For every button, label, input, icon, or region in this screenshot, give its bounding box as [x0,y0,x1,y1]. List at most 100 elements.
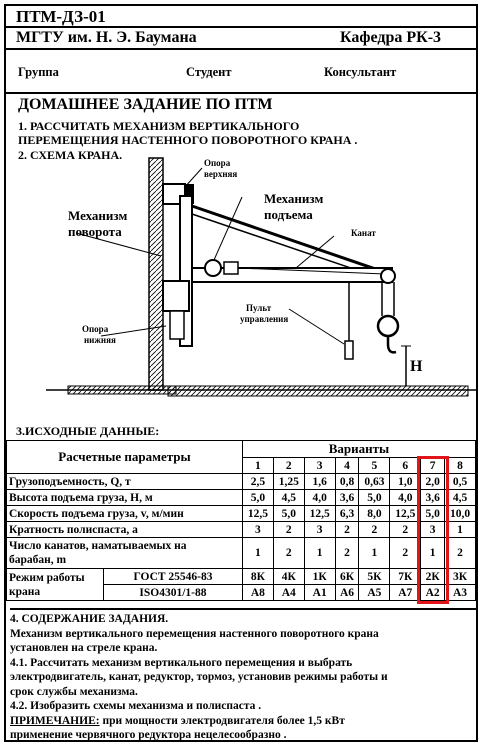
header-names-row: Группа Студент Консультант [6,50,476,94]
cell-value: 1 [444,521,476,538]
department-name: Кафедра РК-3 [340,29,442,46]
task-content: 4. СОДЕРЖАНИЕ ЗАДАНИЯ. Механизм вертикал… [10,608,476,743]
row-label: Грузоподъемность, Q, т [6,473,243,490]
floor [167,385,469,397]
cell-value: 1,6 [303,473,336,490]
section-3-title: 3.ИСХОДНЫЕ ДАННЫЕ: [16,424,160,438]
task-2: 2. СХЕМА КРАНА. [18,148,123,162]
control-pendant-label-2: управления [240,314,288,324]
cell-value: 4,0 [389,489,422,506]
bottom-support-label: Опора [82,324,109,334]
mode-label-1: Режим работы [9,571,85,584]
iso-label: ISO4301/1-88 [103,584,243,601]
lift-winch [204,259,222,277]
cell-value: 3К [444,568,476,585]
param-header: Расчетные параметры [6,440,243,474]
cell-value: А6 [334,584,360,601]
cell-value: 1 [303,537,336,569]
cell-value: 2,5 [241,473,274,490]
cell-value: 3,6 [334,489,360,506]
wall [148,157,164,391]
content-p2c: срок службы механизма. [10,685,138,698]
header-code-row: ПТМ-ДЗ-01 [6,6,476,28]
cell-value: 6К [334,568,360,585]
gost-label: ГОСТ 25546-83 [103,568,243,585]
top-support-label: Опора [204,158,231,168]
content-note-b: применение червячного редуктора нецелесо… [10,729,287,741]
content-p1a: Механизм вертикального перемещения насте… [10,627,379,640]
cell-value: 2 [358,521,391,538]
rope-line [237,267,387,275]
note-text-a: при мощности электродвигателя более 1,5 … [99,714,345,727]
rope-label: Канат [351,228,376,238]
cell-value: 0,63 [358,473,391,490]
rotation-mechanism-label-2: поворота [68,224,122,239]
cell-value: 1 [358,537,391,569]
cell-value: 0,5 [444,473,476,490]
rotation-mechanism-label: Механизм [68,208,127,223]
variant-number: 2 [272,457,305,474]
header-university-row: МГТУ им. Н. Э. Баумана Кафедра РК-3 [6,28,476,50]
hook-block [376,314,400,338]
cell-value: 4К [272,568,305,585]
crane-hook [386,336,397,354]
cell-value: 1 [241,537,274,569]
cell-value: 0,8 [334,473,360,490]
consultant-label: Консультант [324,65,397,79]
cell-value: 2 [334,521,360,538]
variant-number: 4 [334,457,360,474]
crane-diagram: Опора верхняя Механизм подъема Механизм … [46,157,476,397]
variant-number: 6 [389,457,422,474]
tie-rod [191,204,391,276]
top-support-label-2: верхняя [204,169,237,179]
cell-value: 2 [444,537,476,569]
variant-number: 8 [444,457,476,474]
cell-value: А4 [272,584,305,601]
control-pendant-label: Пульт [246,303,272,313]
cell-value: А2 [420,584,446,601]
row-label: Кратность полиспаста, a [6,521,243,538]
content-heading: 4. СОДЕРЖАНИЕ ЗАДАНИЯ. [10,613,169,625]
cell-value: 1К [303,568,336,585]
cell-value: 3 [241,521,274,538]
page-title: ДОМАШНЕЕ ЗАДАНИЕ ПО ПТМ [18,96,273,113]
selected-variant-highlight [417,456,449,604]
cell-value: 8К [241,568,274,585]
ropes-label-1: Число канатов, наматываемых на [9,540,187,552]
content-p1b: установлен на стреле крана. [10,642,158,654]
cell-value: 5,0 [241,489,274,506]
task-1-line-1: 1. РАССЧИТАТЬ МЕХАНИЗМ ВЕРТИКАЛЬНОГО [18,119,300,133]
cell-value: 4,0 [303,489,336,506]
cell-value: 12,5 [303,505,336,522]
content-p2a: 4.1. Рассчитать механизм вертикального п… [10,656,353,669]
cell-value: 4,5 [272,489,305,506]
cell-value: А8 [241,584,274,601]
cell-value: 12,5 [389,505,422,522]
document-code: ПТМ-ДЗ-01 [16,7,106,26]
task-1-line-2: ПЕРЕМЕЩЕНИЯ НАСТЕННОГО ПОВОРОТНОГО КРАНА… [18,133,358,147]
row-label: Скорость подъема груза, v, м/мин [6,505,243,522]
bottom-bracket [162,280,190,312]
cell-value: 2 [334,537,360,569]
variants-header: Варианты [241,440,477,458]
cell-value: 5,0 [272,505,305,522]
cell-value: 12,5 [241,505,274,522]
cell-value: А7 [389,584,422,601]
row-label: Высота подъема груза, H, м [6,489,243,506]
variant-number: 3 [303,457,336,474]
university-name: МГТУ им. Н. Э. Баумана [16,29,197,46]
variant-number: 1 [241,457,274,474]
cell-value: 2,0 [420,473,446,490]
content-note: ПРИМЕЧАНИЕ: при мощности электродвигател… [10,714,476,729]
content-p2b: электродвигатель, канат, редуктор, тормо… [10,671,388,683]
control-pendant [344,340,354,360]
